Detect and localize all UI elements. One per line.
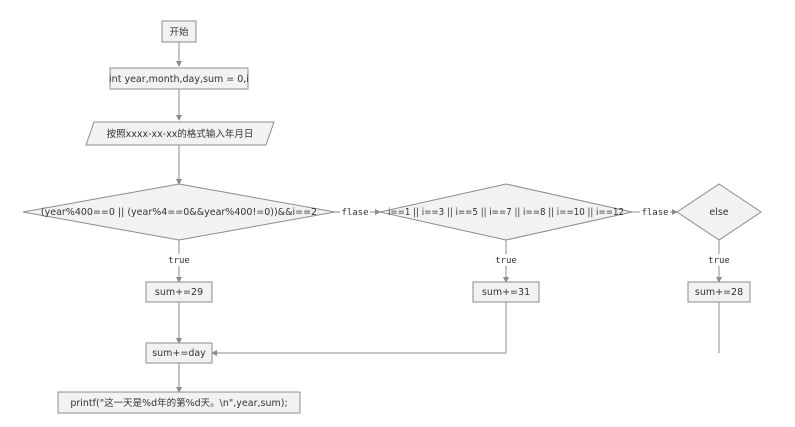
edge-label-feb-false: flase xyxy=(341,208,368,218)
sum28-node-label: sum+=28 xyxy=(695,287,743,298)
start-node-label: 开始 xyxy=(169,26,189,38)
edge-label-m31-false: flase xyxy=(641,208,668,218)
sum31-node xyxy=(472,281,540,303)
edge-label-feb-true: true xyxy=(168,256,190,266)
sum31-node-label: sum+=31 xyxy=(482,287,530,298)
sum29-node xyxy=(145,281,213,303)
printf-node xyxy=(57,391,301,414)
declare-node-label: int year,month,day,sum = 0,i xyxy=(109,74,249,85)
start-node xyxy=(161,20,197,43)
edge-sum31-sumday xyxy=(211,302,507,356)
sum28-node xyxy=(687,281,751,303)
month31-condition-node xyxy=(379,183,633,241)
declare-node xyxy=(109,67,249,90)
sum29-node-label: sum+=29 xyxy=(155,287,203,298)
input-node-label: 按照xxxx-xx-xx的格式输入年月日 xyxy=(107,128,254,140)
input-node xyxy=(85,121,275,146)
edge-label-m31-true: true xyxy=(495,256,517,266)
sumday-node-label: sum+=day xyxy=(152,348,206,359)
edge-label-else-true: true xyxy=(708,256,730,266)
sumday-node xyxy=(145,342,213,364)
else-condition-label: else xyxy=(709,207,728,218)
feb-condition-label: (year%400==0 || (year%4==0&&year%400!=0)… xyxy=(41,207,317,218)
else-condition-node xyxy=(676,183,762,241)
month31-condition-label: i==1 || i==3 || i==5 || i==7 || i==8 || … xyxy=(388,207,624,218)
feb-condition-node xyxy=(22,183,336,241)
printf-node-label: printf("这一天是%d年的第%d天。\n",year,sum); xyxy=(70,397,287,409)
